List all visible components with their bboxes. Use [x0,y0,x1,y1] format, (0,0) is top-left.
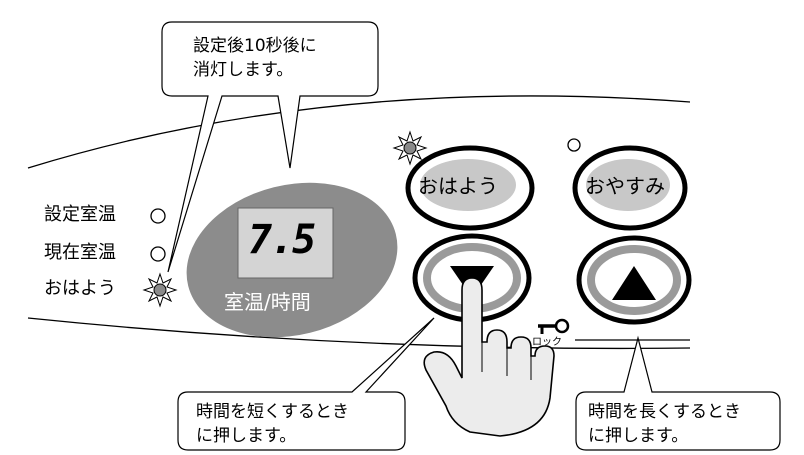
right-callout-line1: 時間を長くするとき [588,402,741,422]
right-callout-box [575,335,781,451]
oyasumi-button-label[interactable]: おやすみ [585,174,665,198]
ohayou-indicator-label: おはよう [44,278,116,299]
display-value: 7.5 [248,217,316,263]
ohayou-button-face [420,159,516,211]
panel-top-edge [27,95,691,169]
panel-bottom-edge [27,317,691,350]
left-callout-line2: に押します。 [196,426,297,446]
ohayou-led-lit [142,272,178,308]
left-callout-line1: 時間を短くするとき [196,402,349,422]
set-temp-led [150,208,166,224]
display-screen [237,207,334,279]
display-caption: 室温/時間 [224,290,311,314]
pointing-hand-icon [423,277,555,437]
top-callout-line1: 設定後10秒後に [193,36,317,56]
current-temp-label: 現在室温 [44,242,116,263]
up-arrow-icon [612,266,656,300]
top-callout-box [161,21,379,273]
key-icon [538,318,570,334]
oyasumi-led [567,138,581,152]
top-callout-line2: 消灯します。 [193,60,294,80]
ohayou-button-label[interactable]: おはよう [418,174,498,198]
lock-label: ロック [532,337,562,348]
right-callout-line2: に押します。 [588,426,689,446]
set-temp-label: 設定室温 [44,204,116,225]
left-callout-box [177,317,435,451]
current-temp-led [150,246,166,262]
ohayou-button-led-lit [392,130,428,166]
oyasumi-button-face [586,159,670,211]
